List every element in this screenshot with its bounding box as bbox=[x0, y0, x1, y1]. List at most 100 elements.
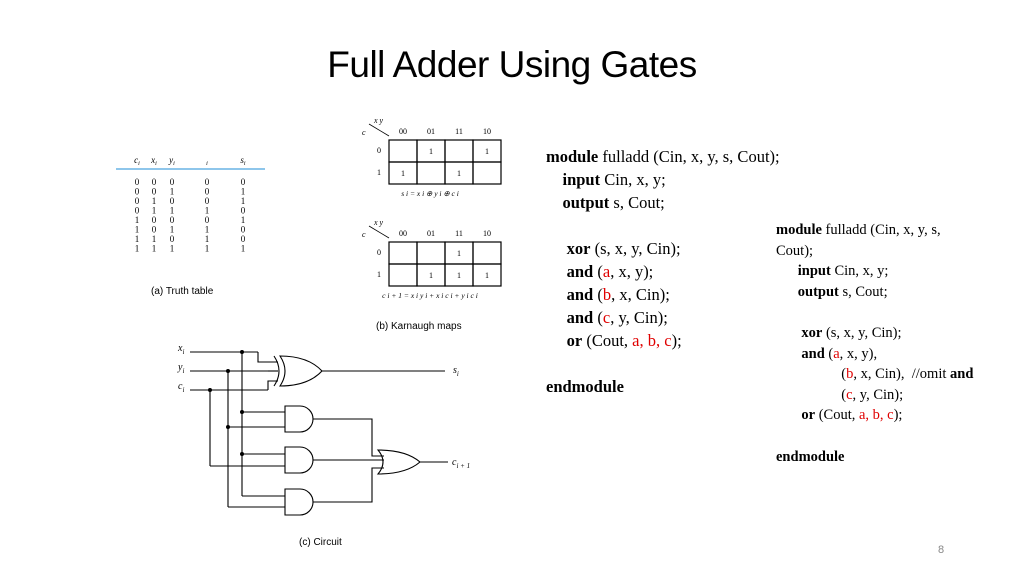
code-text: fulladd (Cin, x, y, s, bbox=[821, 222, 941, 238]
kmap-cell-value: 1 bbox=[429, 147, 433, 156]
kmap-equation: c i + 1 = x i y i + x i c i + y i c i bbox=[382, 291, 478, 300]
code-text: ( bbox=[593, 262, 603, 281]
code-text bbox=[546, 308, 567, 327]
code-text: s, Cout; bbox=[609, 193, 665, 212]
kmap-cell bbox=[472, 161, 502, 185]
truth-table-cell: 1 bbox=[152, 206, 157, 216]
code-highlight: a, b, c bbox=[858, 407, 894, 424]
kmap-cell bbox=[416, 241, 446, 265]
truth-table-cell: 1 bbox=[241, 215, 246, 225]
kmap-cell-value: 1 bbox=[457, 271, 461, 280]
code-highlight: a, b, c bbox=[632, 331, 672, 350]
code-line: and (c, y, Cin); bbox=[546, 306, 780, 329]
code-text: ( bbox=[824, 345, 834, 362]
code-text bbox=[546, 170, 563, 189]
kmap-col-header: 01 bbox=[427, 127, 435, 136]
code-text: fulladd (Cin, x, y, s, Cout); bbox=[598, 147, 780, 166]
truth-table-cell: 1 bbox=[152, 244, 157, 254]
code-keyword: input bbox=[562, 170, 601, 189]
kmap-caption: (b) Karnaugh maps bbox=[376, 321, 462, 332]
truth-table-cell: 1 bbox=[205, 206, 210, 216]
code-text: ( bbox=[776, 386, 847, 403]
truth-table-header: yi bbox=[168, 155, 175, 167]
code-line: output s, Cout; bbox=[776, 282, 1008, 303]
truth-table-cell: 0 bbox=[170, 234, 175, 244]
code-line: endmodule bbox=[776, 447, 1008, 468]
code-keyword: module bbox=[546, 147, 599, 166]
kmap-col-header: 00 bbox=[399, 229, 407, 238]
and-gate-3 bbox=[284, 488, 314, 516]
code-text: (s, x, y, Cin); bbox=[822, 324, 902, 341]
code-keyword: endmodule bbox=[776, 448, 845, 465]
circuit-input-y: yi bbox=[177, 362, 184, 375]
circuit-input-c: ci bbox=[178, 381, 184, 394]
code-keyword: xor bbox=[566, 239, 591, 258]
kmap-cell-value: 1 bbox=[429, 271, 433, 280]
truth-table-cell: 1 bbox=[241, 244, 246, 254]
code-highlight: b bbox=[602, 285, 612, 304]
kmap-cell bbox=[444, 139, 474, 163]
code-line: Cout); bbox=[776, 241, 1008, 262]
truth-table-cell: 0 bbox=[152, 187, 157, 197]
kmap-col-var: x y bbox=[373, 218, 384, 227]
truth-table-cell: 0 bbox=[152, 177, 157, 187]
kmap-row-var: c bbox=[362, 230, 366, 239]
code-line bbox=[776, 426, 1008, 447]
circuit-output-s: si bbox=[453, 365, 459, 378]
code-line: module fulladd (Cin, x, y, s, bbox=[776, 220, 1008, 241]
code-line bbox=[546, 352, 780, 375]
truth-table-cell: 0 bbox=[205, 187, 210, 197]
code-text bbox=[776, 263, 798, 279]
or-gate bbox=[376, 449, 421, 475]
truth-table-cell: 1 bbox=[152, 234, 157, 244]
code-line: xor (s, x, y, Cin); bbox=[546, 237, 780, 260]
kmap-col-header: 10 bbox=[483, 229, 491, 238]
code-highlight: a bbox=[602, 262, 611, 281]
circuit-input-x: xi bbox=[177, 343, 184, 356]
truth-table-cell: 1 bbox=[205, 244, 210, 254]
truth-table-cell: 1 bbox=[170, 206, 175, 216]
verilog-code-block-2: module fulladd (Cin, x, y, s,Cout); inpu… bbox=[776, 220, 1008, 467]
truth-table-cell: 0 bbox=[170, 177, 175, 187]
truth-table-cell: 0 bbox=[135, 187, 140, 197]
code-line: input Cin, x, y; bbox=[776, 261, 1008, 282]
code-line: (c, y, Cin); bbox=[776, 385, 1008, 406]
kmap-cell bbox=[388, 139, 418, 163]
kmap-col-header: 11 bbox=[455, 229, 463, 238]
kmap-col-header: 00 bbox=[399, 127, 407, 136]
kmap-cell bbox=[472, 241, 502, 265]
truth-table-cell: 0 bbox=[135, 196, 140, 206]
kmap-cell-value: 1 bbox=[457, 169, 461, 178]
verilog-code-block-1: module fulladd (Cin, x, y, s, Cout); inp… bbox=[546, 145, 780, 398]
code-text: (s, x, y, Cin); bbox=[590, 239, 681, 258]
truth-table-cell: 1 bbox=[170, 244, 175, 254]
code-line: input Cin, x, y; bbox=[546, 168, 780, 191]
code-line: endmodule bbox=[546, 375, 780, 398]
truth-table-cell: 0 bbox=[170, 215, 175, 225]
code-text bbox=[546, 193, 563, 212]
code-text: ); bbox=[671, 331, 682, 350]
code-keyword: and bbox=[566, 262, 594, 281]
truth-table-header: si bbox=[240, 155, 246, 167]
code-line: and (a, x, y), bbox=[776, 344, 1008, 365]
code-text: (Cout, bbox=[582, 331, 633, 350]
code-keyword: and bbox=[566, 308, 594, 327]
circuit-caption: (c) Circuit bbox=[299, 537, 342, 548]
kmap-row-header: 0 bbox=[377, 146, 381, 155]
truth-table-cell: 1 bbox=[241, 187, 246, 197]
page-number: 8 bbox=[938, 544, 945, 556]
kmap-col-header: 10 bbox=[483, 127, 491, 136]
code-text bbox=[776, 407, 801, 423]
code-line: and (a, x, y); bbox=[546, 260, 780, 283]
truth-table-cell: 1 bbox=[241, 196, 246, 206]
truth-table-cell: 0 bbox=[152, 215, 157, 225]
code-text: Cin, x, y; bbox=[830, 263, 889, 280]
code-text: , x, Cin); bbox=[611, 285, 670, 304]
and-gate-1 bbox=[284, 405, 314, 433]
code-keyword: or bbox=[801, 407, 816, 424]
truth-table-cell: 0 bbox=[241, 234, 246, 244]
truth-table-cell: 1 bbox=[135, 215, 140, 225]
kmap-cell bbox=[472, 263, 502, 287]
